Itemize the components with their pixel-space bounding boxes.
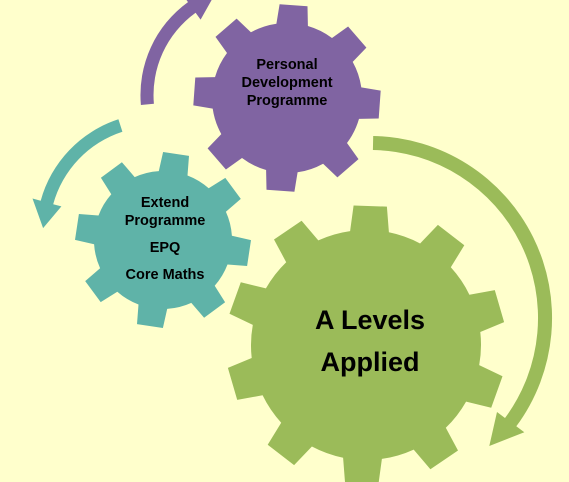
extend-line-2: Programme [124, 213, 206, 230]
a-levels-gear [227, 205, 505, 482]
personal-line-3: Programme [246, 93, 328, 110]
extend-line-4: Core Maths [125, 267, 205, 284]
extend-line-3: EPQ [149, 240, 181, 257]
green-arrow [372, 136, 553, 446]
a-levels-label: A Levels Applied [270, 300, 470, 384]
personal-development-label: Personal Development Programme [212, 56, 362, 110]
teal-arrow [32, 119, 123, 229]
extend-programme-gear [75, 152, 251, 328]
extend-line-1: Extend [140, 195, 190, 211]
personal-development-gear [193, 4, 381, 192]
gears-layer [75, 4, 505, 482]
a-levels-line-1: A Levels [314, 305, 426, 335]
personal-line-2: Development [241, 75, 333, 92]
purple-arrow [140, 0, 212, 105]
a-levels-line-2: Applied [320, 346, 420, 377]
arrows-layer [32, 0, 553, 446]
personal-line-1: Personal [256, 57, 318, 73]
extend-programme-label: Extend Programme EPQ Core Maths [100, 194, 230, 285]
